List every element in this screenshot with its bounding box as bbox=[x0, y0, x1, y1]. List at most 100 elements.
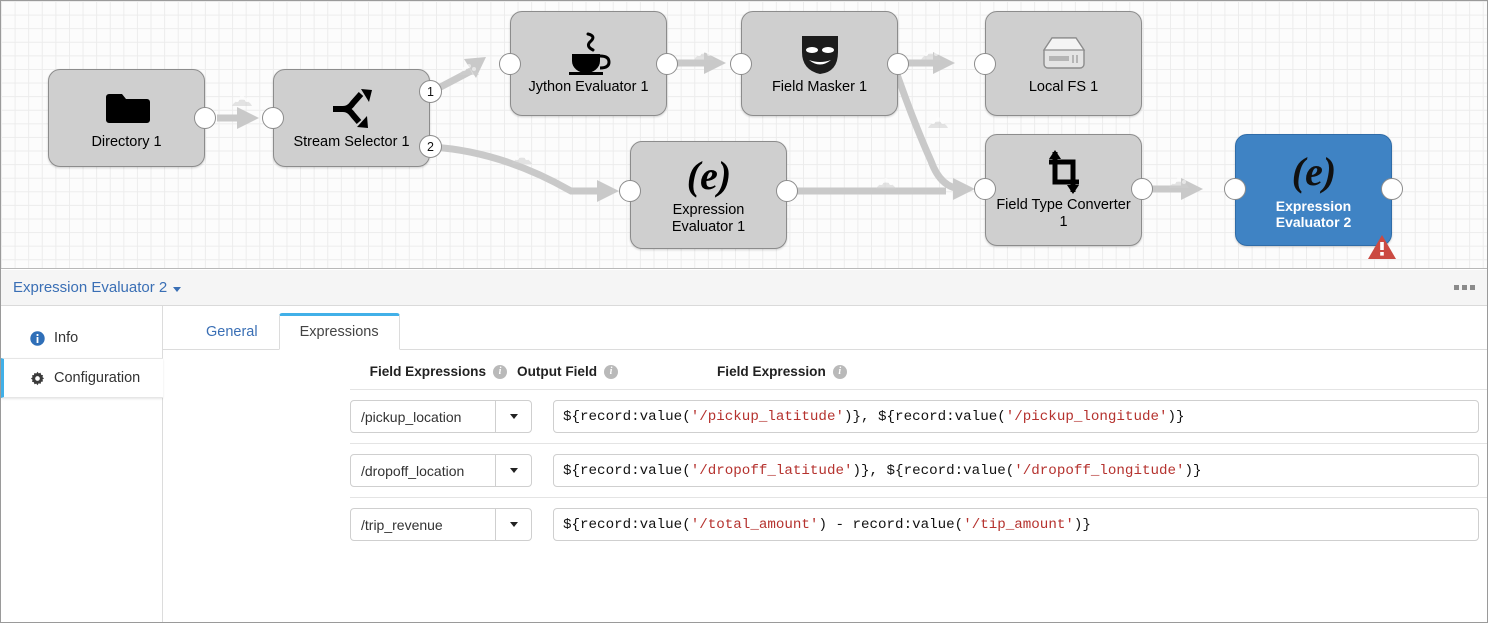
pipeline-node-expression-evaluator-2[interactable]: (e) Expression Evaluator 2 bbox=[1235, 134, 1392, 246]
output-field-select[interactable]: /trip_revenue bbox=[350, 508, 532, 541]
node-port-input[interactable] bbox=[974, 178, 996, 200]
node-port-input[interactable] bbox=[1224, 178, 1246, 200]
hard-drive-icon bbox=[1038, 31, 1090, 77]
pipeline-node-directory-1[interactable]: Directory 1 bbox=[48, 69, 205, 167]
pipeline-node-local-fs-1[interactable]: Local FS 1 bbox=[985, 11, 1142, 116]
meter-icon bbox=[229, 89, 255, 109]
node-port-output[interactable] bbox=[1381, 178, 1403, 200]
label-text: Field Expressions bbox=[369, 364, 486, 379]
expression-string-literal: '/tip_amount' bbox=[963, 516, 1074, 533]
pipeline-node-field-type-converter-1[interactable]: Field Type Converter 1 bbox=[985, 134, 1142, 246]
table-row: /pickup_location${record:value('/pickup_… bbox=[350, 389, 1487, 443]
expression-string-literal: '/dropoff_latitude' bbox=[690, 462, 853, 479]
crop-icon bbox=[1042, 149, 1086, 195]
tab-general[interactable]: General bbox=[185, 313, 279, 350]
node-label: Local FS 1 bbox=[1028, 79, 1099, 96]
expression-text: )} bbox=[1184, 462, 1202, 479]
node-label: Expression Evaluator 2 bbox=[1275, 197, 1352, 230]
tab-label: Expressions bbox=[299, 324, 379, 340]
node-label: Field Type Converter 1 bbox=[996, 197, 1131, 230]
node-port-output[interactable] bbox=[656, 53, 678, 75]
chevron-down-icon[interactable] bbox=[495, 401, 531, 432]
expression-e-icon: (e) bbox=[678, 154, 740, 200]
expression-text: )} bbox=[1167, 408, 1185, 425]
expression-string-literal: '/total_amount' bbox=[690, 516, 819, 533]
field-expression-input[interactable]: ${record:value('/total_amount') - record… bbox=[553, 508, 1479, 541]
node-port-input[interactable] bbox=[619, 180, 641, 202]
coffee-cup-icon bbox=[566, 31, 612, 77]
output-field-value: /dropoff_location bbox=[361, 462, 465, 479]
node-port-output-2[interactable]: 2 bbox=[419, 135, 442, 158]
node-port-output[interactable] bbox=[194, 107, 216, 129]
expression-text: ${record:value( bbox=[563, 462, 691, 479]
output-field-value: /trip_revenue bbox=[361, 516, 443, 533]
field-expression-input[interactable]: ${record:value('/dropoff_latitude')}, ${… bbox=[553, 454, 1479, 487]
node-port-output-1[interactable]: 1 bbox=[419, 80, 442, 103]
tab-label: General bbox=[206, 324, 258, 340]
column-label: Output Field bbox=[517, 364, 598, 379]
port-number: 2 bbox=[427, 139, 434, 154]
node-port-input[interactable] bbox=[262, 107, 284, 129]
sidebar-item-label: Configuration bbox=[54, 370, 141, 386]
info-circle-icon[interactable]: i bbox=[832, 364, 847, 379]
node-port-output[interactable] bbox=[1131, 178, 1153, 200]
node-port-input[interactable] bbox=[730, 53, 752, 75]
expressions-form: Field Expressions i Output Field i Field… bbox=[163, 350, 1487, 551]
node-label: Expression Evaluator 1 bbox=[671, 202, 746, 235]
expression-text: ${record:value( bbox=[563, 408, 691, 425]
output-field-select[interactable]: /dropoff_location bbox=[350, 454, 532, 487]
theater-mask-icon bbox=[796, 31, 844, 77]
expression-e-icon: (e) bbox=[1283, 150, 1345, 196]
node-label: Field Masker 1 bbox=[771, 79, 868, 96]
svg-text:(e): (e) bbox=[686, 154, 730, 198]
svg-text:(e): (e) bbox=[1291, 150, 1335, 194]
pipeline-node-jython-evaluator-1[interactable]: Jython Evaluator 1 bbox=[510, 11, 667, 116]
node-port-input[interactable] bbox=[974, 53, 996, 75]
expression-text: )} bbox=[1073, 516, 1091, 533]
expression-string-literal: '/pickup_longitude' bbox=[1005, 408, 1168, 425]
info-circle-icon[interactable]: i bbox=[493, 364, 507, 379]
meter-icon bbox=[925, 111, 951, 131]
chevron-down-icon[interactable] bbox=[495, 455, 531, 486]
tab-expressions[interactable]: Expressions bbox=[278, 313, 400, 350]
folder-icon bbox=[104, 86, 150, 132]
page-title: Expression Evaluator 2 bbox=[13, 279, 168, 296]
sidebar-item-configuration[interactable]: Configuration bbox=[1, 358, 163, 398]
column-label: Field Expression bbox=[717, 364, 826, 379]
output-field-value: /pickup_location bbox=[361, 408, 462, 425]
info-icon bbox=[30, 330, 45, 346]
meter-icon bbox=[873, 172, 899, 192]
form-column-headers: Field Expressions i Output Field i Field… bbox=[163, 364, 1487, 379]
warning-triangle-icon[interactable] bbox=[1367, 234, 1397, 260]
node-label: Directory 1 bbox=[91, 133, 162, 150]
info-circle-icon[interactable]: i bbox=[604, 364, 619, 379]
pipeline-node-expression-evaluator-1[interactable]: (e) Expression Evaluator 1 bbox=[630, 141, 787, 249]
pipeline-node-stream-selector-1[interactable]: Stream Selector 1 bbox=[273, 69, 430, 167]
column-header-field-expression: Field Expression i bbox=[717, 364, 1487, 379]
expression-text: ) - record:value( bbox=[818, 516, 964, 533]
node-port-output[interactable] bbox=[776, 180, 798, 202]
pipeline-node-field-masker-1[interactable]: Field Masker 1 bbox=[741, 11, 898, 116]
node-port-output[interactable] bbox=[887, 53, 909, 75]
sidebar-item-info[interactable]: Info bbox=[1, 318, 162, 358]
panel-content: General Expressions Field Expressions i … bbox=[163, 306, 1487, 622]
expression-text: ${record:value( bbox=[563, 516, 691, 533]
properties-panel: Expression Evaluator 2 Info bbox=[1, 270, 1487, 622]
field-expression-input[interactable]: ${record:value('/pickup_latitude')}, ${r… bbox=[553, 400, 1479, 433]
table-row: /trip_revenue ${record:value('/total_amou… bbox=[350, 497, 1487, 551]
pipeline-canvas[interactable]: Directory 1 Stream Selector 1 1 bbox=[1, 1, 1487, 269]
expression-text: )}, ${record:value( bbox=[852, 462, 1015, 479]
output-field-select[interactable]: /pickup_location bbox=[350, 400, 532, 433]
table-row: /dropoff_location ${record:value('/dropof… bbox=[350, 443, 1487, 497]
gear-icon bbox=[30, 371, 45, 386]
meter-icon bbox=[918, 43, 944, 63]
node-port-input[interactable] bbox=[499, 53, 521, 75]
panel-title-dropdown[interactable]: Expression Evaluator 2 bbox=[13, 279, 182, 296]
ellipsis-icon[interactable] bbox=[1454, 285, 1475, 290]
meter-icon bbox=[509, 147, 535, 167]
port-number: 1 bbox=[427, 84, 434, 99]
chevron-down-icon[interactable] bbox=[495, 509, 531, 540]
expression-text: )}, ${record:value( bbox=[843, 408, 1006, 425]
node-label: Stream Selector 1 bbox=[293, 133, 410, 150]
